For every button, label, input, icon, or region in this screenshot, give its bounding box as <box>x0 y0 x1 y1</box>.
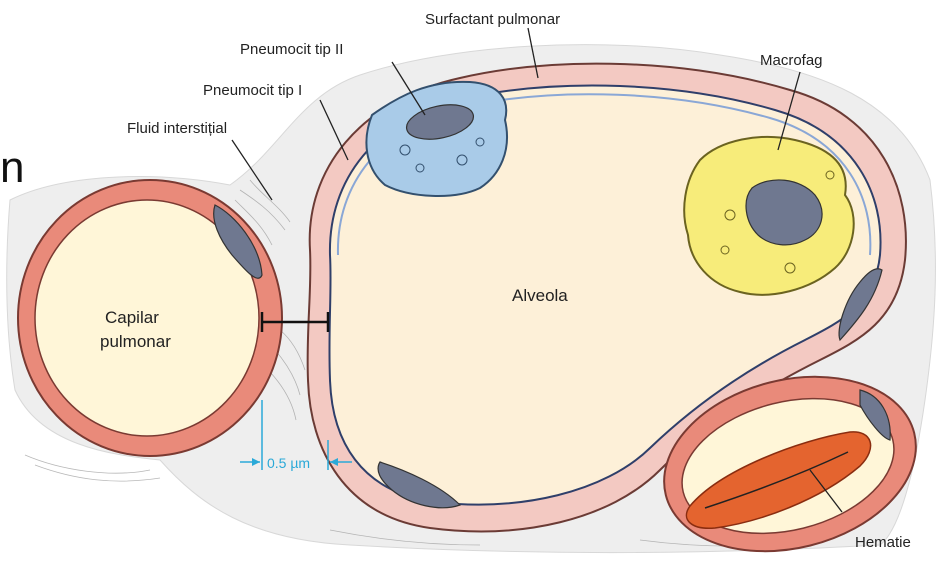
pneumocyte-2-label: Pneumocit tip II <box>240 41 343 58</box>
capillary-label-line2: pulmonar <box>100 332 171 351</box>
pneumocyte-1-label: Pneumocit tip I <box>203 82 302 99</box>
surfactant-label: Surfactant pulmonar <box>425 11 560 28</box>
scale-label: 0.5 µm <box>267 455 310 471</box>
cropped-edge-glyph: n <box>0 143 24 192</box>
macrophage-label: Macrofag <box>760 52 823 69</box>
capillary-label-line1: Capilar <box>105 308 159 327</box>
macrophage <box>684 137 854 295</box>
interstitial-fluid-label: Fluid interstițial <box>127 120 227 137</box>
alveolus-label: Alveola <box>512 286 568 305</box>
erythrocyte-label: Hematie <box>855 534 911 551</box>
